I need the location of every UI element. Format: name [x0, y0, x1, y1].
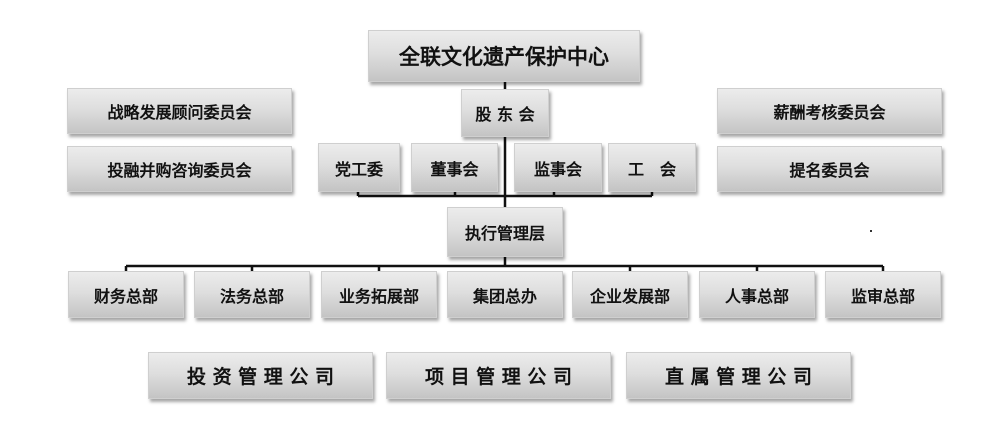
- department-development-label: 企业发展部: [589, 286, 670, 306]
- company-direct-box: 直 属 管 理 公 司: [626, 352, 851, 399]
- department-legal-label: 法务总部: [219, 286, 284, 306]
- department-audit-box: 监审总部: [825, 271, 941, 318]
- title-label: 全联文化遗产保护中心: [399, 45, 609, 69]
- committee-nomination-label: 提名委员会: [789, 161, 870, 180]
- department-legal-box: 法务总部: [194, 271, 310, 318]
- stray-dot: [870, 230, 872, 232]
- department-office-label: 集团总办: [472, 286, 537, 306]
- supervisory-board-box: 监事会: [514, 143, 602, 192]
- department-finance-box: 财务总部: [68, 271, 184, 318]
- committee-strategy-box: 战略发展顾问委员会: [67, 88, 292, 134]
- committee-investment-label: 投融并购咨询委员会: [107, 161, 252, 180]
- shareholders-box: 股 东 会: [461, 89, 549, 137]
- department-business-label: 业务拓展部: [338, 286, 419, 306]
- party-committee-label: 党工委: [334, 159, 383, 179]
- executive-label: 执行管理层: [464, 224, 545, 243]
- company-project-box: 项 目 管 理 公 司: [386, 352, 611, 399]
- committee-strategy-label: 战略发展顾问委员会: [107, 103, 252, 122]
- department-hr-label: 人事总部: [724, 286, 789, 306]
- company-direct-label: 直 属 管 理 公 司: [664, 366, 813, 388]
- party-committee-box: 党工委: [318, 143, 400, 192]
- supervisory-board-label: 监事会: [533, 159, 582, 179]
- title-box: 全联文化遗产保护中心: [368, 30, 640, 82]
- board-box: 董事会: [411, 143, 498, 192]
- department-business-box: 业务拓展部: [321, 271, 437, 318]
- union-box: 工 会: [608, 143, 696, 192]
- department-finance-label: 财务总部: [93, 286, 158, 306]
- company-project-label: 项 目 管 理 公 司: [424, 366, 573, 388]
- company-investment-box: 投 资 管 理 公 司: [148, 352, 373, 399]
- executive-box: 执行管理层: [447, 207, 563, 257]
- department-audit-label: 监审总部: [850, 286, 915, 306]
- committee-nomination-box: 提名委员会: [717, 146, 942, 192]
- company-investment-label: 投 资 管 理 公 司: [186, 366, 335, 388]
- union-label: 工 会: [627, 159, 676, 179]
- department-hr-box: 人事总部: [699, 271, 815, 318]
- committee-compensation-label: 薪酬考核委员会: [773, 103, 886, 122]
- committee-investment-box: 投融并购咨询委员会: [67, 146, 292, 192]
- department-development-box: 企业发展部: [572, 271, 688, 318]
- shareholders-label: 股 东 会: [475, 105, 535, 124]
- department-office-box: 集团总办: [447, 271, 563, 318]
- committee-compensation-box: 薪酬考核委员会: [717, 88, 942, 134]
- board-label: 董事会: [430, 159, 479, 179]
